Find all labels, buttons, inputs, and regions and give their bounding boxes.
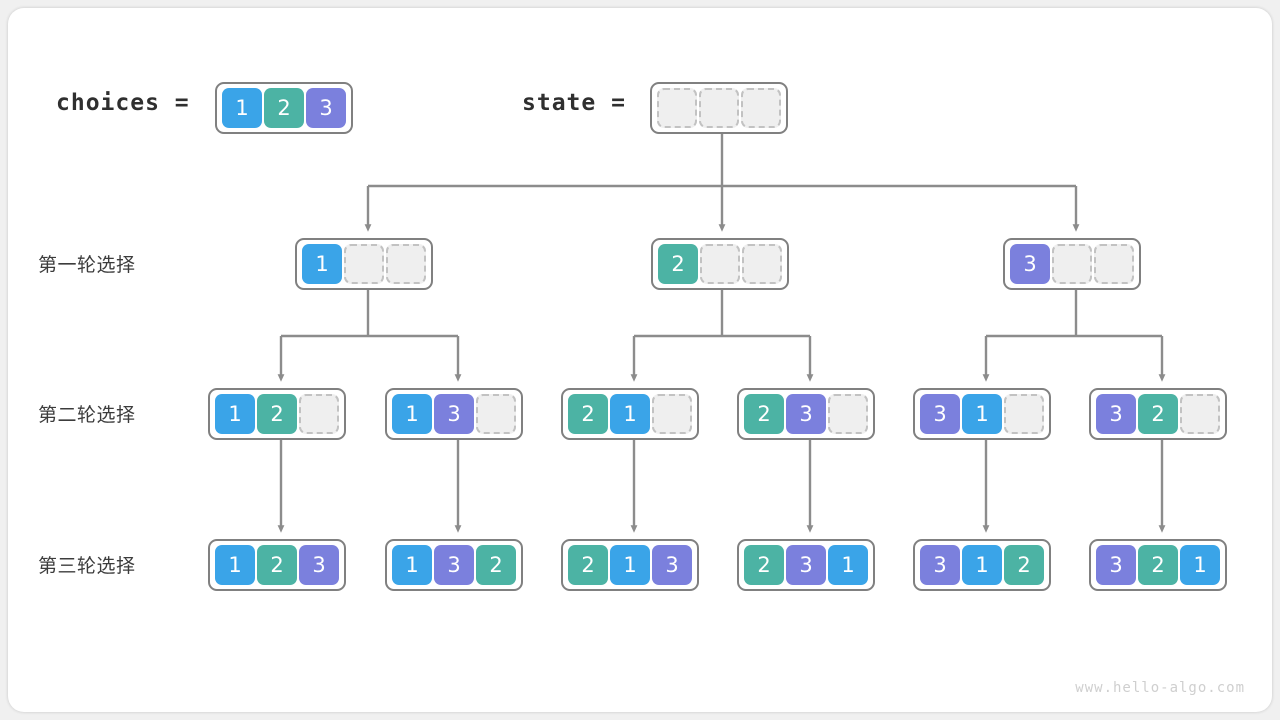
r2n5-cell-1: 1 [962,394,1002,434]
r2n2-cell-0: 1 [392,394,432,434]
r1n1-empty-cell-1 [344,244,384,284]
watermark: www.hello-algo.com [1075,680,1245,696]
choices-cell-0: 1 [222,88,262,128]
r1n2-empty-cell-2 [742,244,782,284]
r3n4-cell-0: 2 [744,545,784,585]
state-array-round-1-node-3: 3 [1003,238,1141,290]
r3n6-cell-0: 3 [1096,545,1136,585]
r3n3-cell-2: 3 [652,545,692,585]
r1n1-empty-cell-2 [386,244,426,284]
row-label-round-2: 第二轮选择 [38,404,136,426]
r3n3-cell-1: 1 [610,545,650,585]
state-array [650,82,788,134]
r3n2-cell-1: 3 [434,545,474,585]
r2n5-empty-cell-2 [1004,394,1044,434]
choices-cell-1: 2 [264,88,304,128]
r3n3-cell-0: 2 [568,545,608,585]
r2n6-cell-1: 2 [1138,394,1178,434]
r3n2-cell-2: 2 [476,545,516,585]
choices-cell-2: 3 [306,88,346,128]
r2n4-cell-0: 2 [744,394,784,434]
state-label: state = [522,90,626,116]
row-label-round-3: 第三轮选择 [38,555,136,577]
r3n6-cell-1: 2 [1138,545,1178,585]
state-array-round-1-node-2: 2 [651,238,789,290]
r1n2-cell-0: 2 [658,244,698,284]
row-label-round-1: 第一轮选择 [38,254,136,276]
state-empty-cell-2 [741,88,781,128]
r3n4-cell-1: 3 [786,545,826,585]
state-empty-cell-0 [657,88,697,128]
r3n5-cell-1: 1 [962,545,1002,585]
r2n4-cell-1: 3 [786,394,826,434]
r1n3-cell-0: 3 [1010,244,1050,284]
r3n5-cell-2: 2 [1004,545,1044,585]
r3n2-cell-0: 1 [392,545,432,585]
r1n3-empty-cell-2 [1094,244,1134,284]
r3n1-cell-0: 1 [215,545,255,585]
r2n3-empty-cell-2 [652,394,692,434]
r2n1-empty-cell-2 [299,394,339,434]
r1n1-cell-0: 1 [302,244,342,284]
r2n2-cell-1: 3 [434,394,474,434]
choices-label: choices = [56,90,190,116]
r2n1-cell-0: 1 [215,394,255,434]
r3n1-cell-1: 2 [257,545,297,585]
r1n2-empty-cell-1 [700,244,740,284]
state-empty-cell-1 [699,88,739,128]
r2n4-empty-cell-2 [828,394,868,434]
r3n1-cell-2: 3 [299,545,339,585]
r2n2-empty-cell-2 [476,394,516,434]
state-array-round-1-node-1: 1 [295,238,433,290]
r2n6-cell-0: 3 [1096,394,1136,434]
r3n6-cell-2: 1 [1180,545,1220,585]
diagram-card [8,8,1272,712]
r2n3-cell-0: 2 [568,394,608,434]
r3n4-cell-2: 1 [828,545,868,585]
r2n5-cell-0: 3 [920,394,960,434]
r1n3-empty-cell-1 [1052,244,1092,284]
r2n6-empty-cell-2 [1180,394,1220,434]
r2n3-cell-1: 1 [610,394,650,434]
r2n1-cell-1: 2 [257,394,297,434]
r3n5-cell-0: 3 [920,545,960,585]
